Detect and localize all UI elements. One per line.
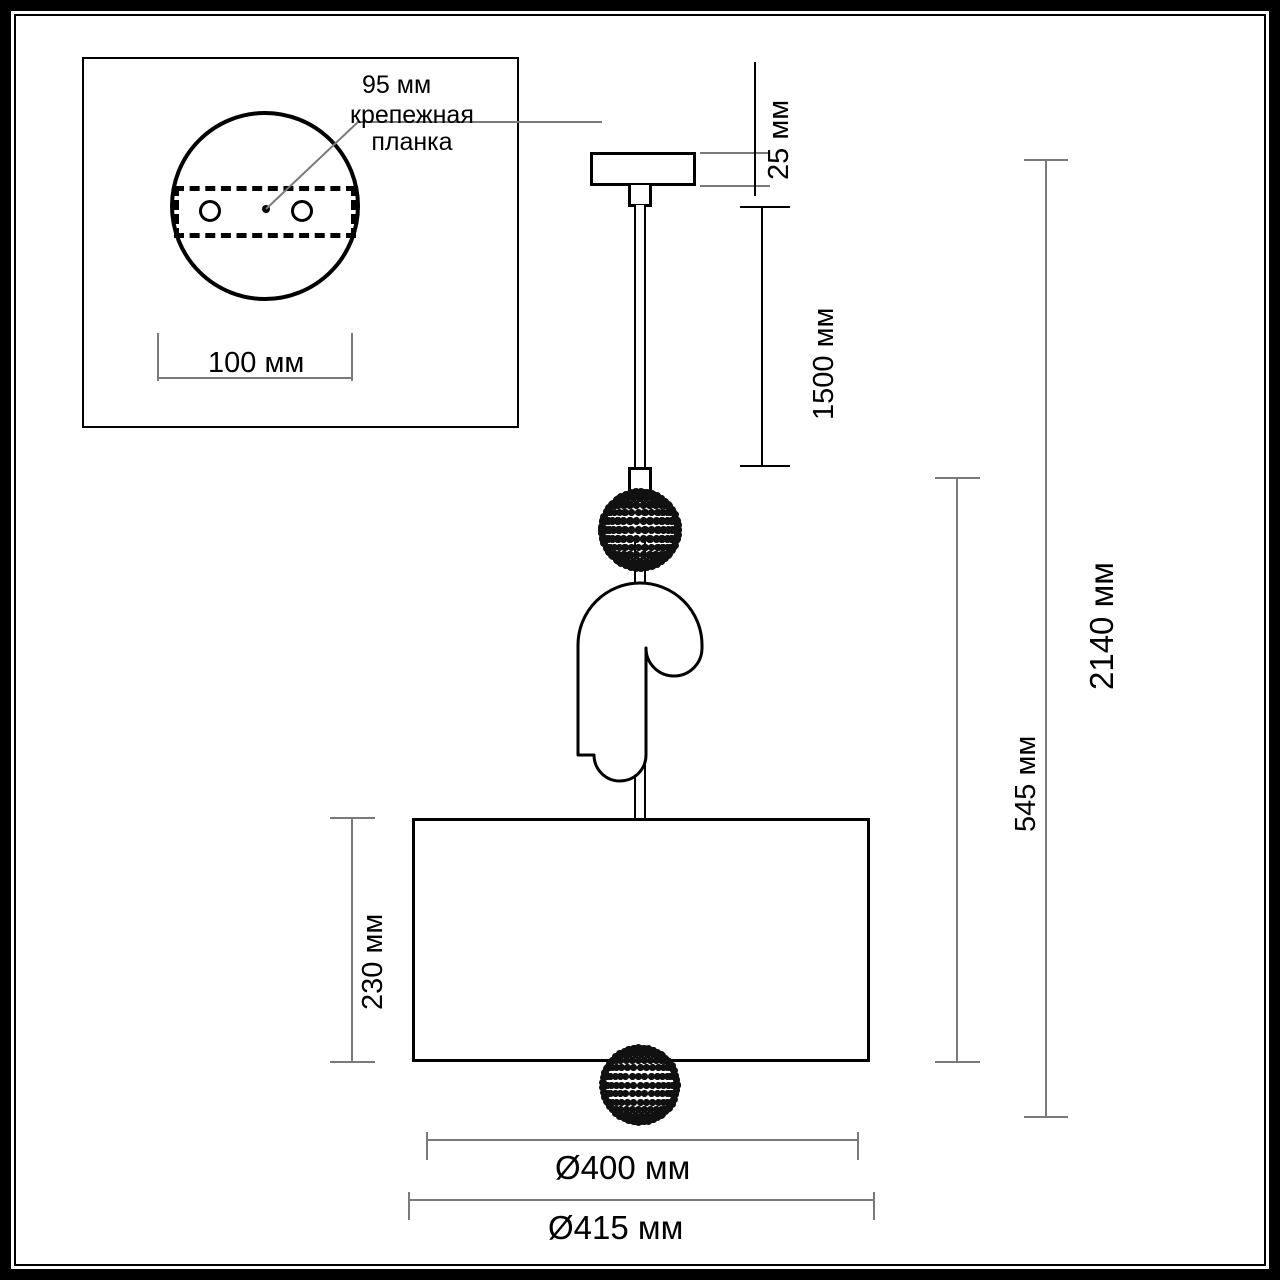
label-diameter-400: Ø400 мм bbox=[555, 1149, 691, 1186]
beaded-sphere-upper bbox=[595, 485, 686, 576]
frame-white-gap bbox=[11, 11, 1269, 1269]
bracket-line-1: крепежная bbox=[350, 101, 474, 129]
label-diameter-415: Ø415 мм bbox=[548, 1209, 684, 1246]
lamp-shade bbox=[412, 818, 870, 1062]
label-2140mm: 2140 мм bbox=[1083, 562, 1120, 690]
mounting-bracket-dashed-outline bbox=[174, 186, 356, 238]
beaded-sphere-lower bbox=[596, 1041, 684, 1129]
label-1500mm: 1500 мм bbox=[808, 307, 840, 420]
label-25mm: 25 мм bbox=[763, 99, 795, 180]
screw-hole-left bbox=[199, 200, 221, 222]
suspension-cord-upper bbox=[634, 205, 646, 500]
screw-hole-right bbox=[291, 200, 313, 222]
bracket-line-2: планка bbox=[371, 128, 453, 156]
ceiling-canopy bbox=[590, 152, 696, 186]
label-545mm: 545 мм bbox=[1010, 735, 1042, 832]
callout-leader-dot bbox=[262, 205, 270, 213]
label-230mm: 230 мм bbox=[357, 913, 389, 1010]
canopy-neck bbox=[628, 185, 652, 207]
frame-inner-border bbox=[14, 14, 1266, 1266]
label-100mm: 100 мм bbox=[208, 347, 305, 379]
label-95mm: 95 мм bbox=[362, 71, 432, 99]
suspension-rod-lower bbox=[634, 540, 646, 830]
